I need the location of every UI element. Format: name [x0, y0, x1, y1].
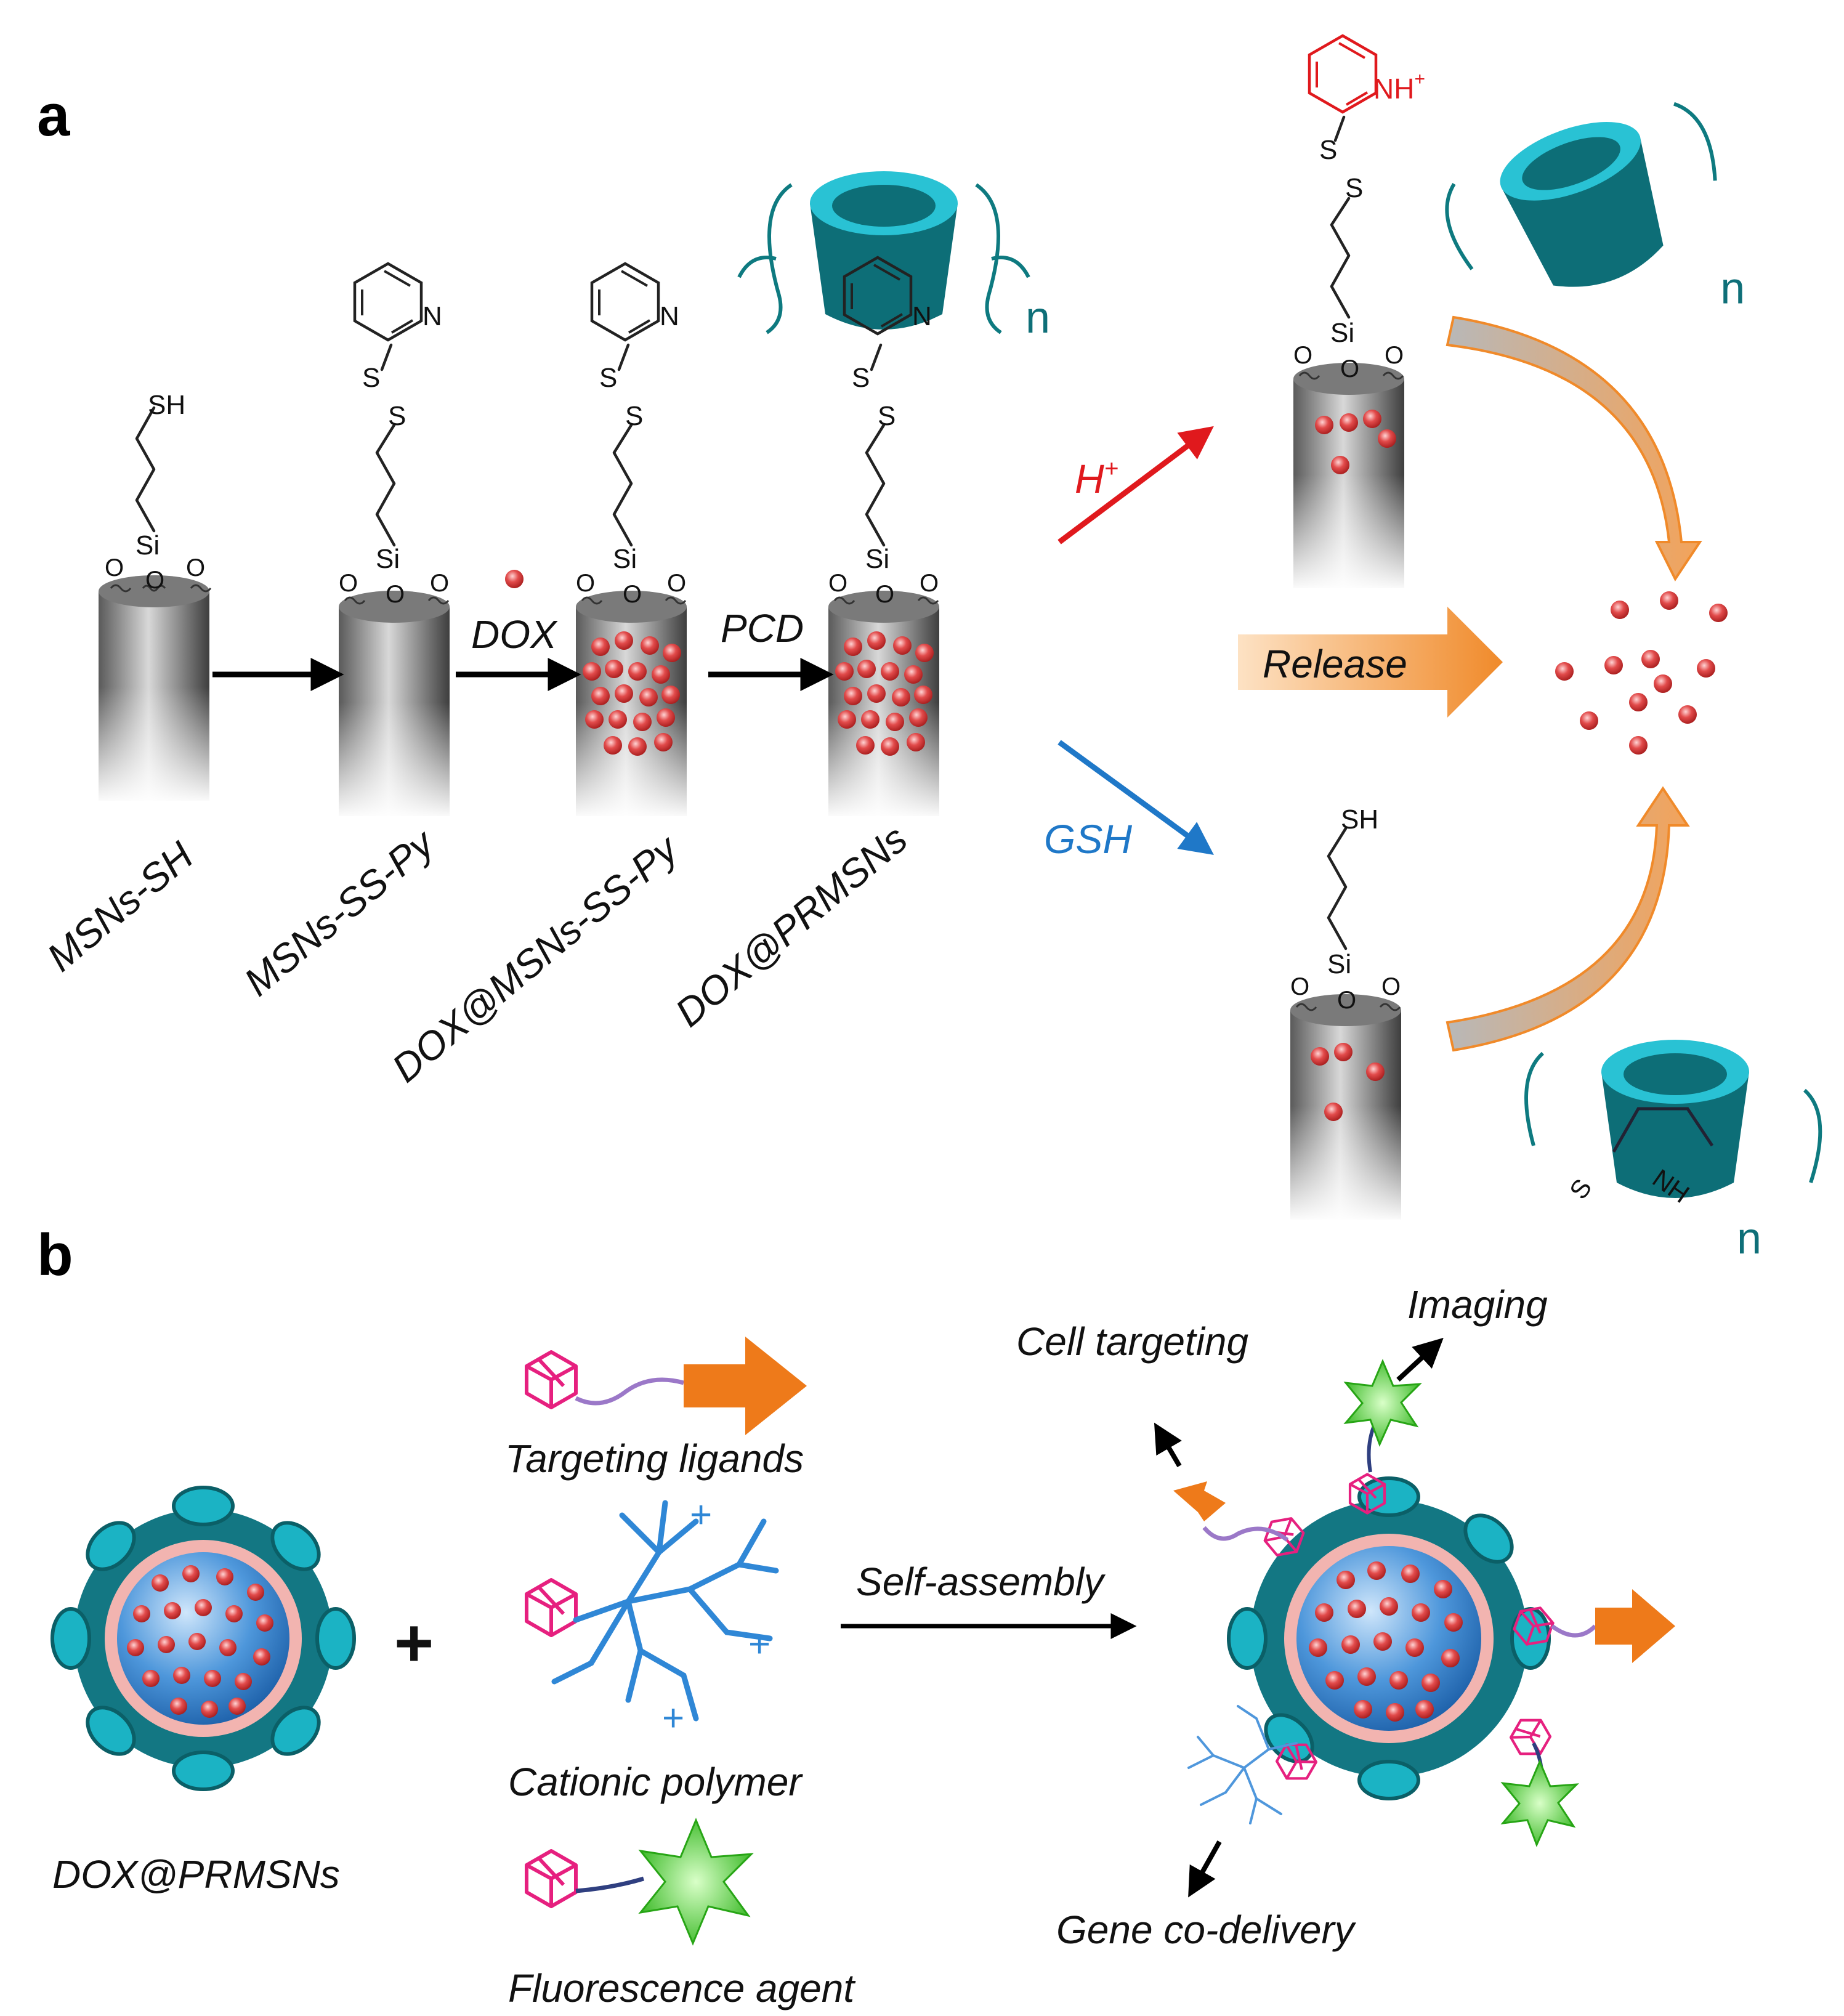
step-label-dox: DOX	[471, 612, 558, 657]
atom-o: O	[186, 554, 205, 581]
atom-si: Si	[1327, 949, 1351, 979]
fluor-agent-attached-1	[1343, 1359, 1422, 1447]
atom-o: O	[1381, 973, 1401, 1000]
atom-si: Si	[135, 530, 160, 561]
atom-n: N	[660, 301, 679, 331]
label-dox-prmsns-b: DOX@PRMSNs	[52, 1852, 340, 1897]
arrow-cell-targeting	[1154, 1422, 1182, 1468]
atom-si: Si	[613, 544, 637, 574]
label-targeting-ligands: Targeting ligands	[505, 1436, 804, 1481]
atom-o: O	[339, 570, 358, 597]
atom-s: S	[625, 401, 643, 431]
atom-s: S	[1345, 173, 1363, 203]
release-arrow: Release	[1238, 607, 1503, 718]
atom-o: O	[1293, 342, 1312, 369]
atom-o: O	[145, 567, 164, 594]
atom-o: O	[105, 554, 124, 581]
atom-sh: SH	[1341, 804, 1378, 835]
atom-si: Si	[376, 544, 400, 574]
module-fluorescence-agent	[527, 1818, 754, 1946]
atom-n: N	[423, 301, 442, 331]
compound-msns-sh: O O O Si SH	[97, 390, 212, 804]
nanoparticle-dox-prmsns	[51, 1486, 356, 1791]
polymer-attached	[1187, 1705, 1298, 1824]
atom-o: O	[1337, 987, 1356, 1014]
atom-si: Si	[865, 544, 889, 574]
released-cyclodextrin-bottom: S NH n	[1524, 1040, 1822, 1263]
atom-o: O	[1290, 973, 1309, 1000]
released-drug-cloud	[1555, 591, 1728, 755]
panel-b-letter: b	[37, 1222, 73, 1288]
label-dox-prmsns: DOX@PRMSNs	[667, 817, 916, 1035]
atom-o: O	[623, 581, 642, 608]
repeat-unit-n: n	[1025, 293, 1050, 342]
label-msns-sh: MSNs-SH	[39, 833, 202, 979]
targeting-ligand-attached-2	[1595, 1589, 1675, 1663]
cyclodextrin-cap: N n	[737, 171, 1050, 342]
label-msns-ss-py: MSNs-SS-Py	[236, 820, 444, 1005]
atom-s: S	[599, 363, 617, 393]
compound-dox-prmsns: O O O Si S S N n	[737, 171, 1050, 819]
functionalized-nanoparticle	[1227, 1475, 1556, 1800]
label-cell-targeting: Cell targeting	[1016, 1319, 1249, 1364]
atom-s: S	[852, 363, 870, 393]
repeat-unit-n: n	[1720, 264, 1745, 313]
label-cationic-polymer: Cationic polymer	[508, 1760, 803, 1804]
panel-a-letter: a	[37, 83, 70, 148]
release-label: Release	[1263, 642, 1407, 686]
compound-msns-ss-py: O O O Si S S N	[338, 264, 451, 819]
gsh-trigger-arrow	[1057, 740, 1214, 855]
label-self-assembly: Self-assembly	[856, 1560, 1106, 1604]
tether-ligand-2	[1550, 1624, 1597, 1638]
tether-ligand-1	[1202, 1526, 1289, 1542]
atom-o: O	[828, 570, 847, 597]
targeting-ligand-attached-1	[1173, 1481, 1226, 1521]
svg-text:+: +	[662, 1697, 684, 1739]
acid-trigger-arrow	[1057, 426, 1214, 544]
atom-sh: SH	[148, 390, 185, 420]
plus-sign: +	[394, 1605, 434, 1681]
atom-s: S	[388, 401, 406, 431]
acid-trigger-label: H+	[1075, 455, 1118, 501]
compound-dox-msns-ss-py: O O O Si S S N	[575, 264, 688, 819]
acid-cleaved-product: O O O Si S S NH+	[1292, 34, 1425, 591]
arrow-gene-co-delivery	[1188, 1840, 1222, 1898]
module-targeting-ligand	[527, 1337, 807, 1435]
protonated-pyridine-label: NH+	[1373, 69, 1425, 105]
atom-s: S	[1564, 1173, 1598, 1204]
step-label-pcd: PCD	[721, 606, 804, 650]
atom-o: O	[1385, 342, 1404, 369]
released-cyclodextrin-top: n	[1445, 102, 1745, 313]
atom-si: Si	[1330, 318, 1354, 348]
atom-o: O	[430, 570, 449, 597]
gsh-cleaved-product: O O O Si SH	[1289, 804, 1402, 1223]
release-curve-bottom	[1446, 786, 1690, 1052]
label-fluorescence-agent: Fluorescence agent	[508, 1966, 855, 2010]
atom-s: S	[362, 363, 380, 393]
atom-o: O	[875, 581, 894, 608]
gsh-trigger-label: GSH	[1044, 816, 1132, 862]
atom-n: N	[912, 301, 932, 331]
atom-o: O	[386, 581, 405, 608]
repeat-unit-n: n	[1737, 1214, 1761, 1263]
free-dox-molecule	[505, 570, 524, 588]
label-gene-co-delivery: Gene co-delivery	[1056, 1908, 1357, 1952]
atom-o: O	[920, 570, 939, 597]
module-cationic-polymer: + + +	[527, 1494, 779, 1739]
svg-text:+: +	[690, 1494, 712, 1536]
label-imaging: Imaging	[1407, 1282, 1548, 1327]
atom-s: S	[878, 401, 896, 431]
arrow-imaging	[1396, 1337, 1444, 1382]
atom-o: O	[1340, 355, 1359, 383]
atom-o: O	[576, 570, 595, 597]
release-curve-top	[1446, 315, 1702, 581]
fluor-agent-attached-2	[1500, 1759, 1579, 1847]
atom-o: O	[667, 570, 686, 597]
svg-text:+: +	[748, 1623, 770, 1666]
